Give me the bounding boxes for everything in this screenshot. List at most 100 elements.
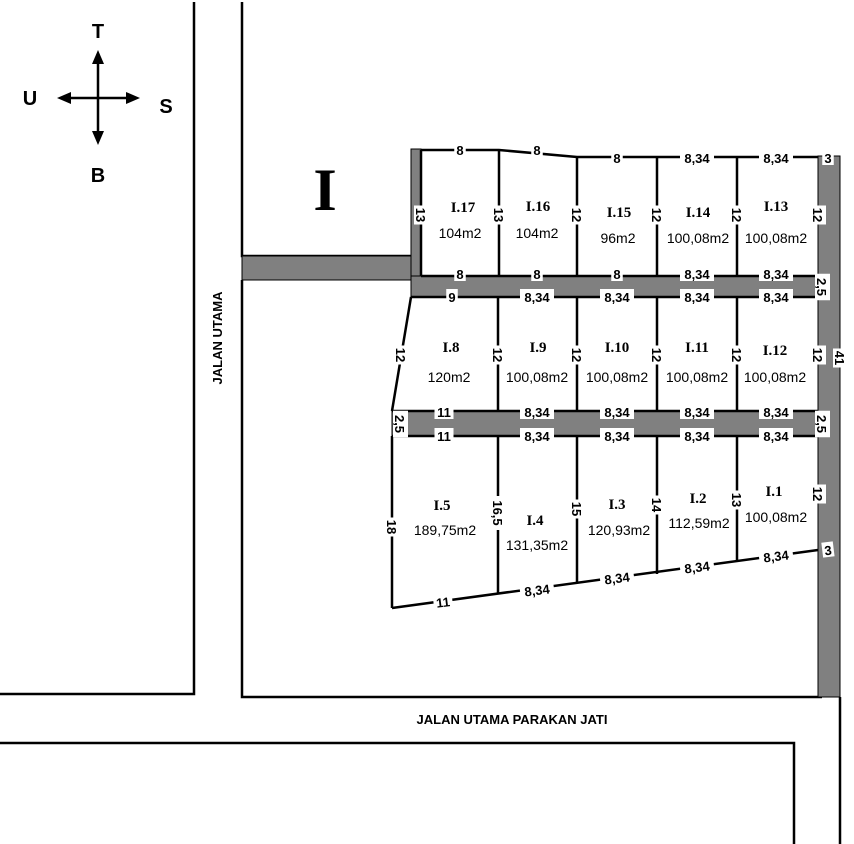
dimension-label: 12 bbox=[393, 345, 409, 365]
svg-text:12: 12 bbox=[810, 348, 825, 362]
dimension-label: 14 bbox=[649, 495, 665, 515]
svg-text:8,34: 8,34 bbox=[684, 558, 712, 576]
dimension-label: 8 bbox=[454, 142, 466, 158]
svg-text:11: 11 bbox=[437, 429, 451, 444]
svg-text:9: 9 bbox=[448, 290, 455, 305]
dimension-label: 8,34 bbox=[758, 545, 794, 565]
compass-south-label: B bbox=[91, 165, 105, 187]
dimension-label: 8,34 bbox=[679, 556, 715, 576]
svg-text:8,34: 8,34 bbox=[684, 267, 710, 282]
dimension-label: 12 bbox=[649, 205, 665, 225]
svg-text:13: 13 bbox=[729, 493, 744, 507]
lot-id: I.13 bbox=[764, 199, 789, 215]
dimension-label: 8,34 bbox=[759, 289, 793, 305]
dimension-label: 9 bbox=[446, 289, 458, 305]
lot-area: 131,35m2 bbox=[506, 537, 568, 553]
dimension-label: 3 bbox=[822, 150, 834, 166]
access-road bbox=[241, 255, 413, 281]
svg-text:3: 3 bbox=[824, 543, 833, 559]
svg-text:8: 8 bbox=[533, 267, 540, 282]
lot-area: 112,59m2 bbox=[668, 515, 729, 531]
lot-area: 104m2 bbox=[516, 225, 559, 241]
svg-text:13: 13 bbox=[413, 208, 428, 222]
dimension-label: 12 bbox=[569, 345, 585, 365]
svg-text:12: 12 bbox=[729, 208, 744, 222]
lot-id: I.8 bbox=[442, 340, 459, 356]
lot-area: 100,08m2 bbox=[667, 230, 729, 246]
dimension-label: 8,34 bbox=[759, 404, 793, 420]
svg-text:14: 14 bbox=[649, 498, 664, 513]
dimension-label: 12 bbox=[729, 345, 745, 365]
svg-text:16,5: 16,5 bbox=[490, 500, 505, 525]
lot-labels: I.17 104m2 I.16 104m2 I.15 96m2 I.14 100… bbox=[414, 199, 807, 553]
svg-text:8,34: 8,34 bbox=[763, 151, 789, 166]
dimension-label: 16,5 bbox=[490, 496, 506, 530]
lot-id: I.10 bbox=[605, 340, 630, 356]
svg-text:8: 8 bbox=[533, 143, 540, 158]
svg-text:8: 8 bbox=[613, 151, 620, 166]
dimension-label: 8,34 bbox=[759, 266, 793, 282]
svg-text:8,34: 8,34 bbox=[763, 267, 789, 282]
svg-text:15: 15 bbox=[569, 502, 584, 516]
dimension-label: 8 bbox=[611, 150, 623, 166]
dimension-label: 8,34 bbox=[600, 404, 634, 420]
svg-text:3: 3 bbox=[824, 151, 831, 166]
lot-id: I.11 bbox=[685, 340, 709, 356]
dimension-label: 8,34 bbox=[600, 428, 634, 444]
lot-id: I.16 bbox=[526, 199, 551, 215]
svg-text:12: 12 bbox=[569, 348, 584, 362]
svg-text:13: 13 bbox=[491, 208, 506, 222]
dimension-label: 8,34 bbox=[680, 150, 714, 166]
dimension-label: 8 bbox=[454, 266, 466, 282]
svg-text:8,34: 8,34 bbox=[604, 429, 630, 444]
arrow-right-icon bbox=[126, 92, 140, 104]
svg-text:12: 12 bbox=[729, 348, 744, 362]
compass-west-label: U bbox=[23, 88, 37, 110]
dimension-label: 2,5 bbox=[814, 273, 830, 301]
svg-text:8,34: 8,34 bbox=[524, 290, 550, 305]
dimension-label: 8,34 bbox=[680, 266, 714, 282]
dimension-label: 8,34 bbox=[520, 404, 554, 420]
svg-text:12: 12 bbox=[569, 208, 584, 222]
svg-text:8,34: 8,34 bbox=[684, 405, 710, 420]
lot-id: I.17 bbox=[451, 200, 476, 216]
lot-area: 100,08m2 bbox=[666, 369, 728, 385]
dimension-label: 12 bbox=[810, 484, 826, 504]
svg-text:2,5: 2,5 bbox=[814, 415, 829, 433]
dimension-label: 13 bbox=[491, 205, 507, 225]
svg-text:8,34: 8,34 bbox=[684, 290, 710, 305]
dimension-label: 8,34 bbox=[599, 567, 635, 587]
svg-text:8,34: 8,34 bbox=[524, 581, 552, 599]
compass-east-label: S bbox=[159, 96, 172, 118]
dimension-label: 8,34 bbox=[520, 428, 554, 444]
dimension-label: 2,5 bbox=[392, 410, 408, 438]
svg-text:8,34: 8,34 bbox=[763, 405, 789, 420]
svg-text:8,34: 8,34 bbox=[684, 151, 710, 166]
dimension-label: 15 bbox=[569, 499, 585, 519]
dimension-label: 11 bbox=[434, 404, 454, 420]
dimension-label: 12 bbox=[810, 345, 826, 365]
svg-text:18: 18 bbox=[384, 520, 399, 534]
dimension-label: 12 bbox=[810, 205, 826, 225]
svg-text:12: 12 bbox=[649, 348, 664, 362]
svg-text:41: 41 bbox=[832, 351, 847, 365]
lot-id: I.12 bbox=[763, 343, 788, 359]
dimension-label: 11 bbox=[434, 428, 454, 444]
dimension-label: 8,34 bbox=[520, 289, 554, 305]
lot-id: I.3 bbox=[608, 497, 625, 513]
svg-text:8,34: 8,34 bbox=[604, 405, 630, 420]
dimension-label: 8,34 bbox=[759, 428, 793, 444]
svg-text:8,34: 8,34 bbox=[763, 547, 791, 565]
svg-text:8,34: 8,34 bbox=[524, 405, 550, 420]
dimension-label: 8,34 bbox=[680, 404, 714, 420]
dimension-label: 8,34 bbox=[600, 289, 634, 305]
dimension-label: 8,34 bbox=[519, 579, 555, 599]
svg-text:11: 11 bbox=[437, 405, 451, 420]
dimension-label: 18 bbox=[384, 517, 400, 537]
svg-text:2,5: 2,5 bbox=[814, 278, 829, 296]
lot-id: I.2 bbox=[689, 491, 706, 507]
lot-area: 100,08m2 bbox=[586, 369, 648, 385]
svg-text:11: 11 bbox=[435, 594, 450, 611]
dimension-label: 8 bbox=[531, 142, 543, 158]
